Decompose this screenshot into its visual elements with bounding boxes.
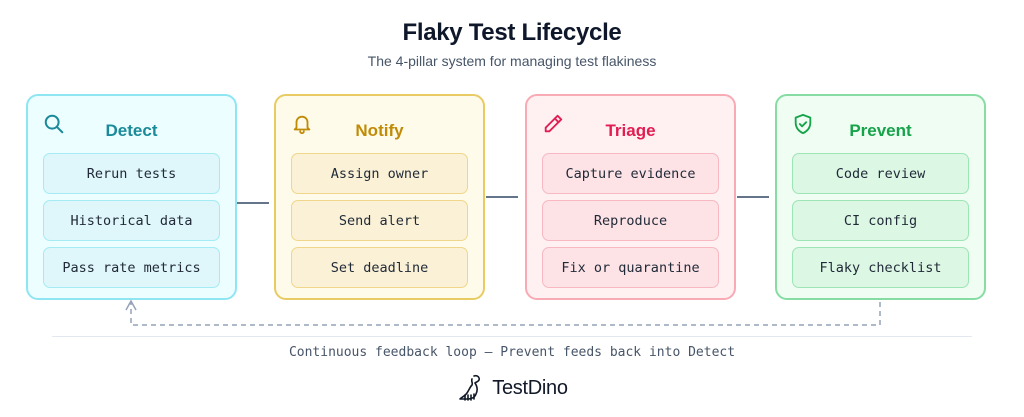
pillar-title: Prevent	[849, 121, 912, 140]
pillar-title: Detect	[105, 121, 158, 140]
pillar-item: CI config	[792, 200, 969, 241]
pillar-item: Code review	[792, 153, 969, 194]
brand-name: TestDino	[492, 376, 568, 399]
brand-logo: TestDino	[0, 372, 1024, 404]
pillar-item: Reproduce	[542, 200, 719, 241]
connector-line	[737, 196, 769, 198]
pillar-prevent: Prevent Code review CI config Flaky chec…	[775, 94, 986, 300]
pillar-item: Fix or quarantine	[542, 247, 719, 288]
pillar-item: Capture evidence	[542, 153, 719, 194]
divider	[52, 336, 972, 337]
connector-line	[237, 202, 269, 204]
pillar-item: Historical data	[43, 200, 220, 241]
pillar-item: Flaky checklist	[792, 247, 969, 288]
pillar-detect: Detect Rerun tests Historical data Pass …	[26, 94, 237, 300]
pillar-item: Assign owner	[291, 153, 468, 194]
pencil-icon	[544, 114, 563, 133]
pillar-triage: Triage Capture evidence Reproduce Fix or…	[525, 94, 736, 300]
pillar-item: Pass rate metrics	[43, 247, 220, 288]
pillar-notify: Notify Assign owner Send alert Set deadl…	[274, 94, 485, 300]
connector-line	[486, 196, 518, 198]
search-icon	[44, 114, 64, 134]
dino-icon	[459, 374, 481, 401]
pillar-title: Notify	[355, 121, 404, 140]
pillar-item: Rerun tests	[43, 153, 220, 194]
pillar-item: Set deadline	[291, 247, 468, 288]
pillar-item: Send alert	[291, 200, 468, 241]
page-subtitle: The 4-pillar system for managing test fl…	[367, 53, 657, 69]
shield-check-icon	[794, 113, 812, 135]
page-title: Flaky Test Lifecycle	[402, 19, 622, 46]
pillar-title: Triage	[605, 121, 656, 140]
bell-icon	[293, 115, 311, 135]
feedback-caption: Continuous feedback loop — Prevent feeds…	[288, 345, 736, 360]
